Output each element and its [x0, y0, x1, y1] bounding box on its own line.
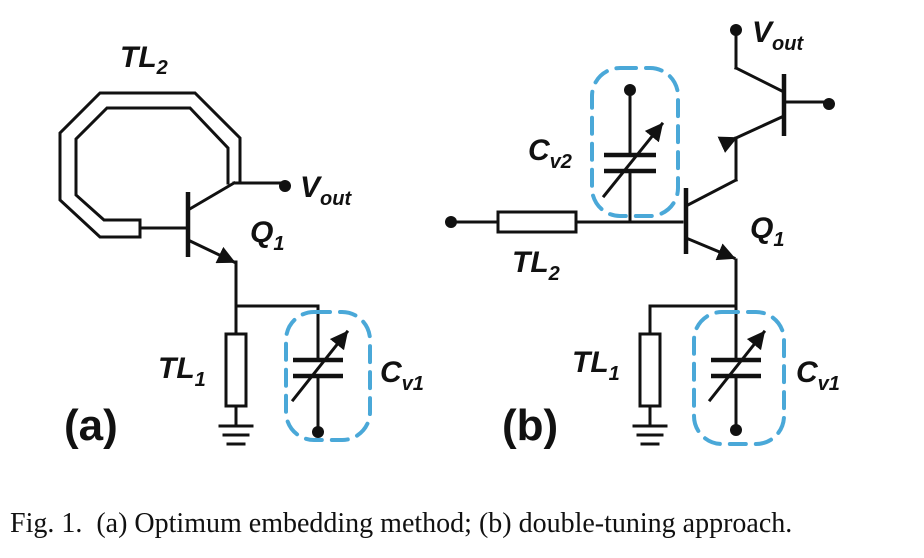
vout-terminal-b [730, 24, 742, 36]
figure-caption: Fig. 1. (a) Optimum embedding method; (b… [10, 508, 792, 539]
ground-icon-a [218, 424, 254, 446]
cv2-label-b: Cv2 [528, 134, 572, 173]
ground-icon-b [632, 424, 668, 446]
cv2-highlight-b [590, 66, 680, 218]
tl2-label-a: TL2 [120, 41, 168, 79]
tl1-element-a [224, 332, 248, 408]
cv1-highlight-a [284, 310, 372, 442]
q1-label-b: Q1 [750, 212, 784, 251]
tl2-element-b [496, 210, 578, 234]
tl2-label-b: TL2 [512, 246, 560, 285]
vout-label-b: Vout [752, 16, 804, 55]
q1-emitter-a [185, 237, 237, 265]
q1-label-a: Q1 [250, 216, 284, 255]
cv2-capacitor-b [601, 84, 665, 224]
tl1-label-b: TL1 [572, 346, 620, 385]
q1-collector-a [185, 180, 237, 213]
cv1-highlight-b [692, 310, 786, 446]
cv1-label-a: Cv1 [380, 356, 424, 395]
q2-base-terminal-b [823, 98, 835, 110]
panel-label-a: (a) [64, 401, 118, 450]
tl2-loop-a [58, 91, 242, 239]
vout-label-a: Vout [300, 171, 352, 210]
q1-collector-b [683, 177, 739, 209]
circuit-a [58, 91, 372, 446]
vout-terminal-a [279, 180, 291, 192]
q2-emitter-b [717, 114, 786, 153]
circuit-b [445, 24, 835, 446]
cv1-capacitor-a [290, 304, 350, 438]
panel-label-b: (b) [502, 401, 558, 450]
tl1-element-b [638, 332, 662, 408]
cv1-label-b: Cv1 [796, 356, 840, 395]
q1-emitter-b [684, 236, 736, 261]
q2-collector-b [733, 65, 787, 95]
cv1-capacitor-b [707, 304, 767, 436]
tl1-label-a: TL1 [158, 352, 206, 391]
